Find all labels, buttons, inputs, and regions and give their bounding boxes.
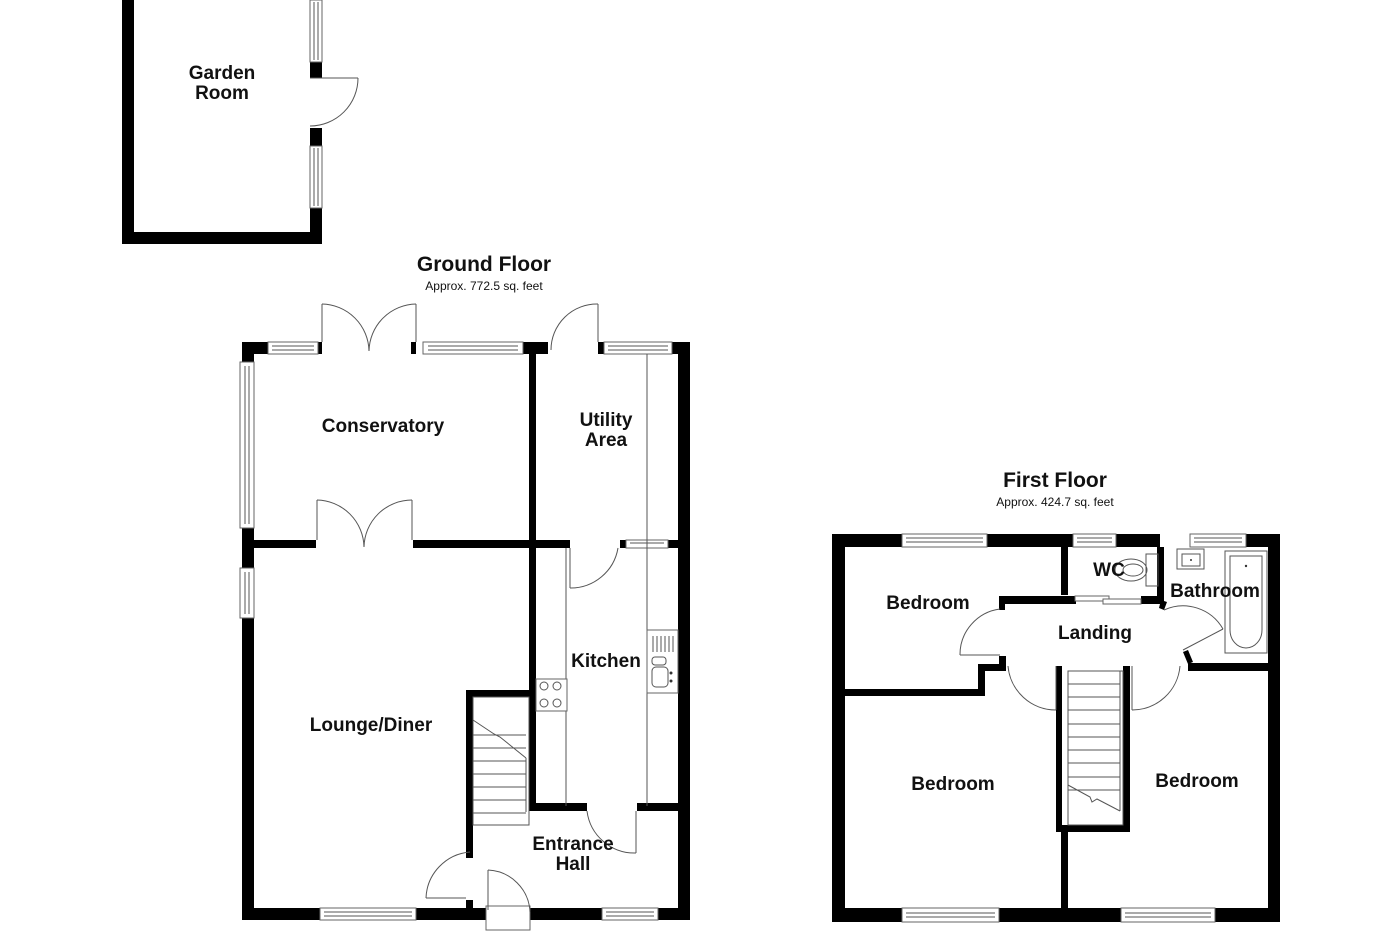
first-floor-windows <box>901 533 1247 923</box>
room-label-bedroom-rear-right: Bedroom <box>1155 771 1239 792</box>
room-label-lounge-diner: Lounge/Diner <box>309 715 433 736</box>
room-label-entrance-hall: Entrance Hall <box>532 834 614 875</box>
first-floor-doors <box>959 595 1224 711</box>
room-label-landing: Landing <box>1058 623 1132 644</box>
ground-floor-area: Approx. 772.5 sq. feet <box>425 279 543 293</box>
room-label-wc: WC <box>1093 560 1125 581</box>
wc-toilet-icon <box>1114 553 1159 587</box>
kitchen-worktops <box>535 354 648 806</box>
room-label-bedroom-front-left: Bedroom <box>886 593 970 614</box>
garden-room-windows <box>309 0 323 209</box>
room-label-garden-room: Garden Room <box>188 63 256 104</box>
garden-room-walls <box>122 0 322 244</box>
ground-floor-stairs <box>472 696 530 826</box>
bathroom-basin-icon <box>1176 548 1205 570</box>
ground-floor-doors <box>316 303 637 931</box>
garden-room-door-icon <box>309 77 359 127</box>
first-floor-title: First Floor <box>1003 469 1107 492</box>
room-label-kitchen: Kitchen <box>571 651 641 672</box>
first-floor-walls <box>832 534 1280 922</box>
room-label-conservatory: Conservatory <box>321 416 445 437</box>
ground-floor-title: Ground Floor <box>416 253 552 276</box>
first-floor-stairs <box>1067 670 1124 826</box>
room-label-bedroom-rear-left: Bedroom <box>911 774 995 795</box>
first-floor-area: Approx. 424.7 sq. feet <box>996 495 1114 509</box>
room-label-bathroom: Bathroom <box>1170 581 1260 602</box>
ground-floor-walls <box>242 342 690 920</box>
room-label-utility-area: Utility Area <box>579 410 633 451</box>
bathtub-icon <box>1224 550 1268 654</box>
kitchen-sink-icon <box>646 629 679 694</box>
ground-floor-windows <box>239 341 673 921</box>
